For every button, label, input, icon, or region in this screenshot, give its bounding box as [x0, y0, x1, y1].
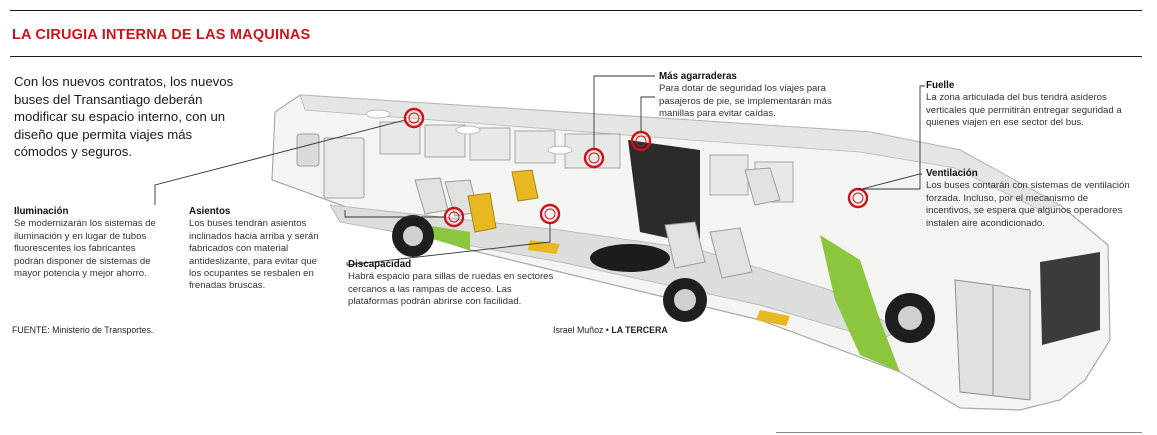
callout-asientos: Asientos Los buses tendrán asientos incl… — [189, 206, 329, 293]
title-rule — [10, 56, 1142, 57]
callout-fuelle-body: La zona articulada del bus tendrá asider… — [926, 92, 1122, 129]
footer-credit-outlet: LA TERCERA — [611, 325, 668, 335]
seat-grey-3 — [664, 221, 706, 269]
callout-iluminacion-body: Se modernizarán los sistemas de iluminac… — [14, 218, 156, 280]
turntable — [590, 244, 670, 272]
rear-window-1 — [296, 133, 320, 167]
seat-yellow-2 — [511, 169, 539, 202]
leader-discapacidad — [346, 223, 551, 266]
wheel-front — [885, 293, 935, 343]
side-window-6 — [709, 154, 749, 196]
footer-credit-author: Israel Muñoz • — [553, 325, 612, 335]
side-window-4 — [514, 130, 556, 164]
callout-ventilacion-body: Los buses contarán con sistemas de venti… — [926, 180, 1130, 229]
callout-agarraderas-title: Más agarraderas — [659, 71, 737, 82]
callout-iluminacion: Iluminación Se modernizarán los sistemas… — [14, 206, 166, 280]
ceiling-light-2 — [455, 125, 481, 135]
leader-agarraderas — [593, 75, 655, 149]
ceiling-light-1 — [365, 109, 391, 119]
footer-source: FUENTE: Ministerio de Transportes. — [12, 325, 154, 335]
callout-asientos-title: Asientos — [189, 206, 231, 217]
side-window-3 — [469, 127, 511, 161]
ceiling-light-3 — [547, 145, 573, 155]
footer-credit: Israel Muñoz • LA TERCERA — [553, 325, 668, 335]
callout-agarraderas-body: Para dotar de seguridad los viajes para … — [659, 83, 832, 120]
intro-text: Con los nuevos contratos, los nuevos bus… — [14, 74, 234, 159]
marker-iluminacion — [403, 107, 425, 129]
bus-roof — [299, 94, 1062, 211]
callout-discapacidad-title: Discapacidad — [348, 259, 412, 270]
seat-grey-5 — [744, 167, 781, 206]
top-rule — [10, 10, 1142, 11]
page-title: LA CIRUGIA INTERNA DE LAS MAQUINAS — [12, 27, 311, 43]
callout-discapacidad-body: Habrá espacio para sillas de ruedas en s… — [348, 271, 554, 308]
floor-yellow-2 — [756, 310, 790, 326]
callout-agarraderas: Más agarraderas Para dotar de seguridad … — [659, 71, 849, 121]
leader-iluminacion — [154, 119, 406, 205]
bellows-dark — [628, 140, 700, 245]
wheel-middle — [663, 278, 707, 322]
leader-asientos — [344, 210, 445, 218]
callout-iluminacion-title: Iluminación — [14, 206, 69, 217]
callout-ventilacion: Ventilación Los buses contarán con siste… — [926, 168, 1136, 230]
seat-grey-4 — [709, 227, 753, 279]
rear-door — [323, 137, 365, 199]
bottom-rule — [776, 432, 1142, 433]
green-stripe-front — [820, 235, 900, 372]
leader-ventilacion — [857, 173, 922, 191]
callout-fuelle-title: Fuelle — [926, 80, 955, 91]
callout-ventilacion-title: Ventilación — [926, 168, 978, 179]
windshield — [1040, 252, 1100, 345]
callout-fuelle: Fuelle La zona articulada del bus tendrá… — [926, 80, 1138, 130]
seat-yellow-1 — [467, 192, 497, 233]
leader-fuelle — [858, 85, 925, 190]
callout-asientos-body: Los buses tendrán asientos inclinados ha… — [189, 218, 319, 292]
leader-fuelle-short — [640, 96, 655, 132]
callout-discapacidad: Discapacidad Habrá espacio para sillas d… — [348, 259, 558, 309]
wheel-rear — [392, 215, 434, 257]
